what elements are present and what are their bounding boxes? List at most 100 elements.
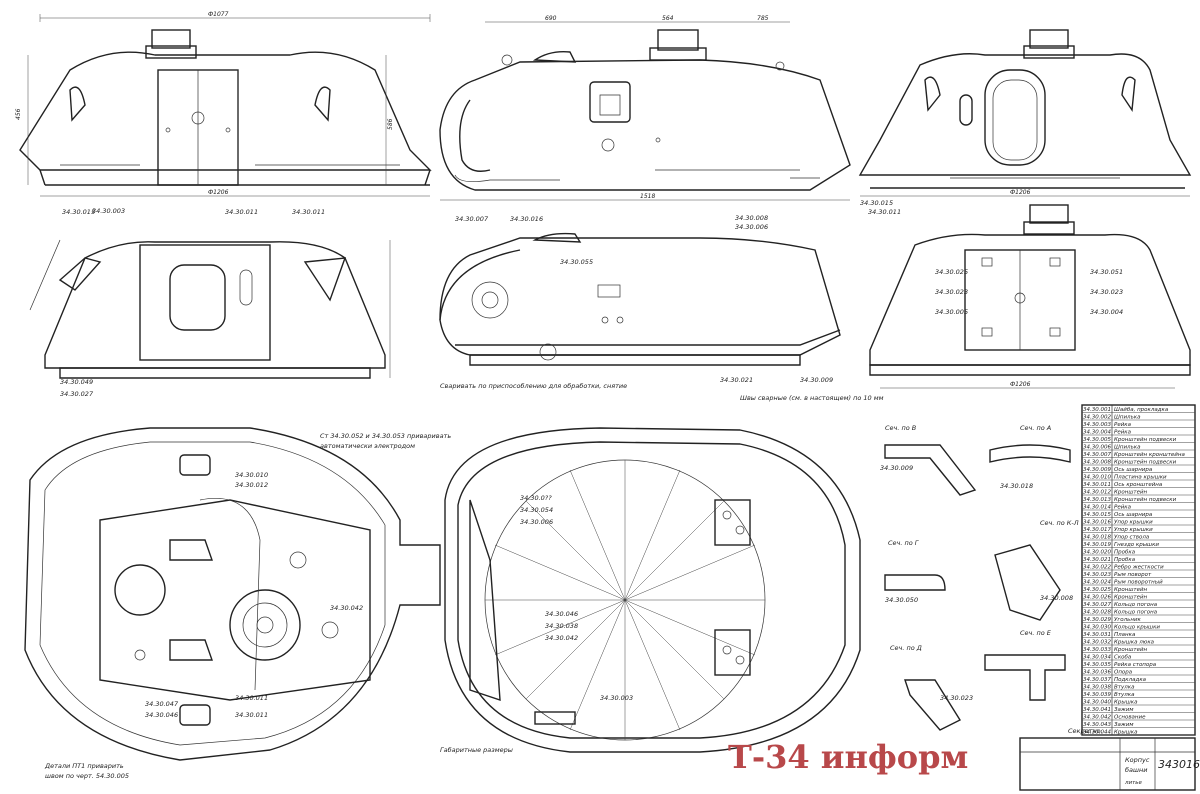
sec-label-4: 34.30.008 — [1040, 594, 1073, 602]
parts-row-name: Кронштейн подвески — [1114, 460, 1177, 466]
parts-row-code: 34.30.029 — [1083, 617, 1111, 623]
side-view: 690 564 785 1518 — [439, 15, 851, 201]
parts-row-code: 34.30.031 — [1083, 632, 1111, 638]
left-plan-note: Детали ПТ1 приварить — [44, 762, 124, 770]
parts-row-name: Втулка — [1114, 685, 1135, 691]
planr-label-5: 34.30.038 — [545, 622, 578, 630]
parts-row-name: Упор ствола — [1114, 535, 1150, 541]
parts-row-code: 34.30.032 — [1083, 640, 1111, 646]
parts-row-name: Рейка — [1114, 505, 1132, 511]
parts-row-name: Рым поворот — [1114, 572, 1152, 578]
dim-front-height: 456 — [15, 108, 22, 120]
sec-mark-2: Сеч. по А — [1020, 424, 1051, 432]
parts-row-code: 34.30.039 — [1083, 692, 1111, 698]
parts-row-code: 34.30.043 — [1083, 722, 1111, 728]
right-section: Ф1206 34.30.025 34.30.023 34.30.051 34.3… — [869, 204, 1191, 389]
planr-label-7: 34.30.003 — [600, 694, 633, 702]
sec-label-5: 34.30.023 — [940, 694, 973, 702]
bottom-center-note: Габаритные размеры — [440, 746, 513, 754]
parts-row-code: 34.30.004 — [1083, 430, 1111, 436]
rsec-label-2: 34.30.023 — [935, 288, 968, 296]
dim-side-length: 1518 — [640, 193, 655, 200]
section-details: Сеч. по В 34.30.009 Сеч. по А 34.30.018 … — [880, 424, 1079, 731]
parts-row-code: 34.30.020 — [1083, 550, 1111, 556]
sside-label-3: 34.30.008 — [735, 214, 768, 222]
plan-view-bottom: 34.30.0?? 34.30.054 34.30.006 34.30.046 … — [320, 427, 861, 754]
parts-row-code: 34.30.030 — [1083, 625, 1111, 631]
parts-row-code: 34.30.019 — [1083, 542, 1111, 548]
dim-side-1: 690 — [545, 15, 557, 22]
parts-row-name: Пластина крышки — [1114, 475, 1167, 481]
parts-row-code: 34.30.001 — [1083, 407, 1111, 413]
side-note: Сваривать по приспособлению для обработк… — [440, 382, 627, 390]
parts-row-name: Угольник — [1114, 617, 1142, 623]
rsec-label-5: 34.30.005 — [935, 308, 968, 316]
parts-row-name: Крышка люка — [1114, 640, 1155, 646]
planr-label-2: 34.30.054 — [520, 506, 553, 514]
parts-row-name: Рейка стопора — [1114, 662, 1157, 668]
weld-note: Швы сварные (см. в настоящем) по 10 мм — [740, 394, 884, 402]
parts-row-code: 34.30.038 — [1083, 685, 1111, 691]
parts-row-code: 34.30.007 — [1083, 452, 1111, 458]
dim-right-width: Ф1206 — [1010, 189, 1031, 196]
plan-label-7: 34.30.011 — [235, 711, 268, 719]
sside-label-4: 34.30.006 — [735, 223, 768, 231]
parts-row-code: 34.30.027 — [1083, 602, 1111, 608]
top-center-note-2: автоматически электродом — [320, 442, 415, 450]
parts-row-name: Подкладка — [1114, 677, 1147, 683]
parts-row-code: 34.30.037 — [1083, 677, 1111, 683]
sside-label-2: 34.30.016 — [510, 215, 543, 223]
sec-label-1: 34.30.009 — [880, 464, 913, 472]
rsec-label-3: 34.30.051 — [1090, 268, 1123, 276]
sec-mark-1: Сеч. по В — [885, 424, 917, 432]
parts-row-name: Ось шарнира — [1114, 467, 1153, 473]
sside-label-5: 34.30.055 — [560, 258, 593, 266]
parts-row-code: 34.30.028 — [1083, 610, 1111, 616]
plan-label-2: 34.30.012 — [235, 481, 268, 489]
rsec-label-1: 34.30.025 — [935, 268, 968, 276]
dim-side-3: 785 — [757, 15, 769, 22]
watermark: Т-34 информ — [728, 738, 968, 776]
title-sheet-note: литье — [1124, 780, 1143, 786]
parts-row-code: 34.30.035 — [1083, 662, 1111, 668]
parts-row-code: 34.30.042 — [1083, 715, 1111, 721]
left-plan-note-2: швом по черт. 54.30.005 — [45, 772, 129, 780]
plan-label-6: 34.30.046 — [145, 711, 178, 719]
parts-row-name: Рым поворотный — [1114, 580, 1163, 586]
parts-row-name: Зажим — [1114, 707, 1134, 713]
parts-row-code: 34.30.013 — [1083, 497, 1111, 503]
front-section: 34.30.049 34.30.027 — [29, 239, 391, 398]
plan-view-top: 34.30.010 34.30.012 34.30.042 34.30.011 … — [24, 427, 441, 780]
parts-row-code: 34.30.044 — [1083, 730, 1111, 736]
front-label-4: 34.30.011 — [292, 208, 325, 216]
plan-label-5: 34.30.047 — [145, 700, 179, 708]
plan-label-1: 34.30.010 — [235, 471, 268, 479]
parts-row-name: Кронштейн — [1114, 595, 1148, 601]
front-label-3: 34.30.011 — [225, 208, 258, 216]
parts-row-name: Крышка — [1114, 730, 1138, 736]
drawing-number: 343016 — [1158, 758, 1200, 771]
parts-row-name: Упор крышки — [1114, 527, 1153, 533]
parts-row-code: 34.30.009 — [1083, 467, 1111, 473]
parts-row-code: 34.30.011 — [1083, 482, 1111, 488]
parts-row-name: Шайба, прокладка — [1114, 407, 1169, 413]
front-label-2: 34.30.003 — [92, 207, 125, 215]
parts-row-name: Упор крышки — [1114, 520, 1153, 526]
parts-row-name: Кронштейн — [1114, 647, 1148, 653]
parts-row-name: Кронштейн кронштейна — [1114, 452, 1185, 458]
fsec-label-1: 34.30.049 — [60, 378, 93, 386]
parts-row-code: 34.30.003 — [1083, 422, 1111, 428]
front-label-1: 34.30.015 — [62, 208, 95, 216]
sec-mark-5: Сеч. по Д — [890, 644, 922, 652]
parts-row-name: Шпилька — [1114, 445, 1141, 451]
parts-row-code: 34.30.021 — [1083, 557, 1111, 563]
sec-mark-3: Сеч. по Г — [888, 539, 920, 547]
parts-row-code: 34.30.005 — [1083, 437, 1111, 443]
parts-row-name: Кольцо погона — [1114, 610, 1158, 616]
parts-row-code: 34.30.014 — [1083, 505, 1111, 511]
plan-label-4: 34.30.011 — [235, 694, 268, 702]
dim-side-2: 564 — [662, 15, 674, 22]
sec-label-2: 34.30.018 — [1000, 482, 1033, 490]
dim-front-top: Ф1077 — [208, 11, 229, 18]
